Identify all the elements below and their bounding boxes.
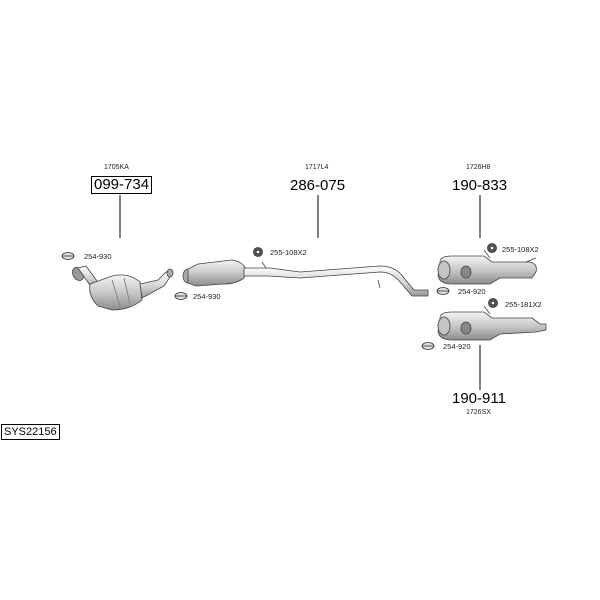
gasket-icon: [253, 247, 263, 257]
middle-silencer-286-075: [182, 259, 429, 297]
ref-clamp-254-930[interactable]: 254-930: [193, 292, 221, 301]
ref-clamp-254-920[interactable]: 254-920: [443, 342, 471, 351]
clamp-icon: [61, 252, 75, 260]
part-number-286-075[interactable]: 286-075: [290, 177, 346, 194]
ref-clamp-254-930[interactable]: 254-930: [84, 252, 112, 261]
ref-clamp-254-920[interactable]: 254-920: [458, 287, 486, 296]
system-code: SYS22156: [1, 424, 60, 440]
part-number-099-734[interactable]: 099-734: [91, 176, 153, 194]
catalytic-converter-099-734: [72, 265, 174, 311]
fitting-icons: [61, 243, 498, 350]
ref-gasket-255-181x2[interactable]: 255-181X2: [505, 300, 542, 309]
rear-silencer-190-833: [437, 249, 537, 285]
clamp-icon: [174, 292, 188, 300]
gasket-icon: [488, 298, 498, 308]
part-code-1726sx: 1726SX: [466, 409, 491, 416]
clamp-icon: [436, 287, 450, 295]
leader-lines: [119, 195, 481, 390]
ref-gasket-255-108x2[interactable]: 255-108X2: [270, 248, 307, 257]
part-number-190-833[interactable]: 190-833: [452, 177, 508, 194]
clamp-icon: [421, 342, 435, 350]
part-code-1705ka: 1705KA: [104, 164, 129, 171]
rear-silencer-190-911: [437, 305, 547, 341]
part-code-1717l4: 1717L4: [305, 164, 329, 171]
gasket-icon: [487, 243, 497, 253]
ref-gasket-255-108x2[interactable]: 255-108X2: [502, 245, 539, 254]
part-code-1726h8: 1726H8: [466, 164, 491, 171]
part-number-190-911[interactable]: 190-911: [452, 390, 506, 407]
